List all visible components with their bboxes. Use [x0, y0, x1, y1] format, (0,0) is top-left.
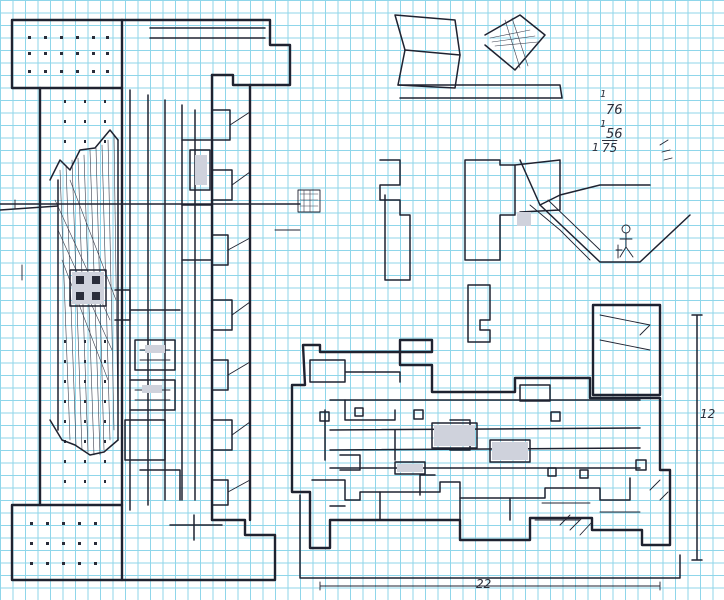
bottom-dimension-label: 22	[476, 577, 492, 591]
right-facade	[210, 73, 252, 522]
right-dimension-label: 12	[700, 407, 716, 421]
margin-number-6: 75	[602, 141, 618, 155]
stick-figure-icon	[621, 224, 631, 234]
small-detail-sketch	[274, 189, 321, 231]
column-grid-bottom	[30, 522, 97, 565]
margin-number-4: 56	[606, 127, 623, 142]
right-dimension-line	[691, 314, 703, 561]
plan-outline	[290, 338, 672, 550]
bottom-dimension-line	[319, 581, 661, 591]
top-right-wing	[120, 18, 292, 87]
margin-number-1: 1	[600, 89, 607, 100]
spine-walls	[38, 86, 124, 507]
bottom-foot-block	[10, 503, 124, 582]
core-window-block	[69, 269, 107, 307]
floor-plan	[290, 284, 703, 591]
margin-number-5: 1	[592, 141, 599, 154]
bottom-right-wing	[120, 518, 277, 582]
margin-number-3: 1	[600, 119, 607, 130]
right-tower-block	[591, 303, 662, 397]
central-room	[431, 422, 478, 449]
margin-number-2: 76	[606, 103, 623, 118]
section-sketch	[379, 139, 691, 281]
tall-building-plan	[0, 18, 301, 582]
column-grid-top	[28, 36, 109, 73]
perspective-sketch	[394, 14, 563, 99]
